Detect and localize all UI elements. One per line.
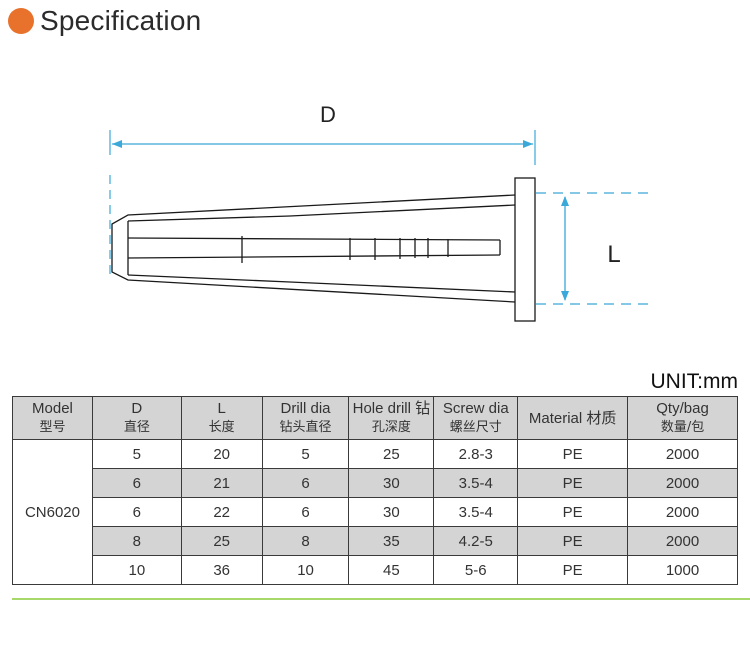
- table-cell: 6: [91, 468, 182, 498]
- table-cell: 2000: [627, 497, 738, 527]
- table-cell: 6: [261, 468, 350, 498]
- table-cell: 3.5-4: [433, 497, 519, 527]
- model-cell: CN6020: [12, 439, 93, 585]
- table-cell: 1000: [627, 555, 738, 585]
- table-cell: 20: [180, 439, 263, 469]
- table-cell: 10: [261, 555, 350, 585]
- table-cell: 35: [348, 526, 435, 556]
- unit-label: UNIT:mm: [650, 370, 739, 393]
- dimension-d: [109, 130, 536, 275]
- table-cell: 6: [91, 497, 182, 527]
- page-title: Specification: [40, 5, 202, 36]
- table-cell: 5: [261, 439, 350, 469]
- header-material: Material 材质: [517, 396, 629, 440]
- table-cell: 36: [180, 555, 263, 585]
- anchor-technical-drawing: D L: [109, 102, 648, 322]
- dimension-l-label: L: [607, 241, 620, 268]
- table-cell: PE: [517, 439, 629, 469]
- table-cell: 6: [261, 497, 350, 527]
- table-cell: 2000: [627, 468, 738, 498]
- table-cell: 2000: [627, 526, 738, 556]
- dimension-l: [536, 192, 648, 305]
- table-row: 10 36 10 45 5-6 PE 1000: [13, 555, 738, 585]
- table-cell: 4.2-5: [433, 526, 519, 556]
- anchor-outline: [111, 177, 536, 322]
- table-row: 6 22 6 30 3.5-4 PE 2000: [13, 497, 738, 527]
- table-cell: 30: [348, 468, 435, 498]
- table-cell: PE: [517, 555, 629, 585]
- table-cell: 2.8-3: [433, 439, 519, 469]
- table-cell: 8: [91, 526, 182, 556]
- table-cell: 5-6: [433, 555, 519, 585]
- table-cell: 8: [261, 526, 350, 556]
- table-cell: 22: [180, 497, 263, 527]
- bottom-divider: [12, 598, 750, 600]
- orange-dot-icon: [8, 8, 34, 34]
- table-row: CN6020 5 20 5 25 2.8-3 PE 2000: [12, 439, 738, 585]
- table-row: 8 25 8 35 4.2-5 PE 2000: [13, 526, 738, 556]
- table-cell: 45: [348, 555, 435, 585]
- table-cell: 25: [348, 439, 435, 469]
- table-cell: 21: [180, 468, 263, 498]
- table-cell: PE: [517, 526, 629, 556]
- table-cell: 10: [91, 555, 182, 585]
- table-cell: 30: [348, 497, 435, 527]
- table-cell: 25: [180, 526, 263, 556]
- table-cell: 5: [91, 439, 182, 469]
- table-cell: PE: [517, 468, 629, 498]
- table-row: 6 21 6 30 3.5-4 PE 2000: [13, 468, 738, 498]
- table-cell: 2000: [627, 439, 738, 469]
- dimension-d-label: D: [320, 102, 336, 127]
- table-cell: PE: [517, 497, 629, 527]
- table-cell: 3.5-4: [433, 468, 519, 498]
- section-header: Specification: [8, 4, 201, 38]
- header-hole-depth: Hole drill 钻孔深度: [348, 396, 435, 440]
